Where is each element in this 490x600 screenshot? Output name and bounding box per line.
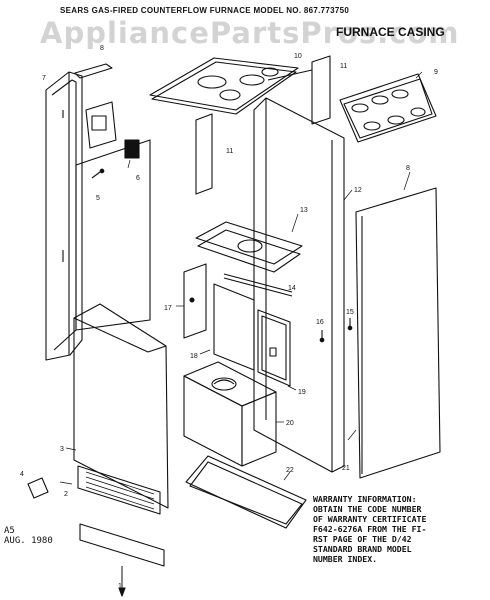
- diagram-title: SEARS GAS-FIRED COUNTERFLOW FURNACE MODE…: [60, 6, 350, 15]
- callout-5: 5: [96, 195, 100, 202]
- warranty-line: OBTAIN THE CODE NUMBER: [313, 504, 422, 514]
- part-screw-16: [319, 330, 325, 343]
- callout-1: 1: [118, 583, 122, 590]
- part-screw-15: [347, 318, 353, 331]
- callout-6: 6: [136, 175, 140, 182]
- callout-18: 18: [190, 353, 198, 360]
- part-rod-10: [267, 69, 313, 81]
- callout-4: 4: [20, 471, 24, 478]
- part-access-panel-center: [213, 283, 255, 371]
- callout-21: 21: [342, 465, 350, 472]
- callout-12: 12: [354, 187, 362, 194]
- callout-20: 20: [286, 420, 294, 427]
- part-vertical-strip-left: [195, 113, 213, 195]
- part-lower-front-panel: [73, 303, 169, 509]
- revision-stamp: A5 AUG. 1980: [4, 526, 53, 546]
- callout-11-left: 11: [226, 148, 233, 155]
- callout-11-right: 11: [340, 63, 347, 70]
- part-screw-5: [91, 168, 105, 179]
- callout-8-top: 8: [100, 45, 104, 52]
- warranty-line: WARRANTY INFORMATION:: [313, 494, 417, 504]
- warranty-line: RST PAGE OF THE D/42: [313, 534, 412, 544]
- watermark: AppliancePartsPros.com: [40, 16, 460, 50]
- callout-15: 15: [346, 309, 354, 316]
- callout-9: 9: [434, 69, 438, 76]
- warranty-line: NUMBER INDEX.: [313, 554, 378, 564]
- part-left-side-panel: [45, 71, 83, 361]
- stamp-code: A5: [4, 526, 15, 536]
- part-bottom-tray: [185, 455, 307, 529]
- callout-3: 3: [60, 446, 64, 453]
- callout-labels: 1 2 3 4 5 6 7 8 9 10 11 11 12 13 14 15 1…: [20, 45, 438, 590]
- part-bottom-strip: [79, 523, 165, 567]
- warranty-line: OF WARRANTY CERTIFICATE: [313, 514, 427, 524]
- part-label-tag: [27, 477, 49, 499]
- part-access-door: [257, 309, 291, 387]
- part-control-box: [85, 101, 140, 159]
- callout-10: 10: [294, 53, 302, 60]
- part-top-hood: [149, 57, 299, 115]
- callout-16: 16: [316, 319, 324, 326]
- callout-2: 2: [64, 491, 68, 498]
- part-vent-panel: [339, 73, 437, 143]
- part-blower-housing: [183, 361, 277, 467]
- part-access-panel-left: [183, 263, 207, 339]
- part-front-inner-panel: [75, 139, 151, 331]
- warranty-line: F642-6276A FROM THE FI-: [313, 524, 427, 534]
- callout-17: 17: [164, 305, 172, 312]
- callout-19: 19: [298, 389, 306, 396]
- callout-14: 14: [288, 285, 296, 292]
- section-title: FURNACE CASING: [336, 25, 445, 39]
- callout-7: 7: [42, 75, 46, 82]
- part-right-side-panel: [355, 187, 441, 479]
- part-rod-14: [223, 273, 293, 297]
- part-vertical-strip-right: [311, 55, 331, 125]
- warranty-line: STANDARD BRAND MODEL: [313, 544, 412, 554]
- part-louvered-grille: [77, 465, 161, 515]
- part-burner-tray: [195, 221, 303, 273]
- part-rear-panel: [253, 97, 345, 473]
- warranty-information: WARRANTY INFORMATION: OBTAIN THE CODE NU…: [313, 494, 488, 564]
- part-top-rail: [74, 63, 113, 79]
- callout-13: 13: [300, 207, 308, 214]
- leader-lines: [59, 71, 423, 485]
- stamp-date: AUG. 1980: [4, 536, 53, 546]
- callout-8-right: 8: [406, 165, 410, 172]
- callout-22: 22: [286, 467, 294, 474]
